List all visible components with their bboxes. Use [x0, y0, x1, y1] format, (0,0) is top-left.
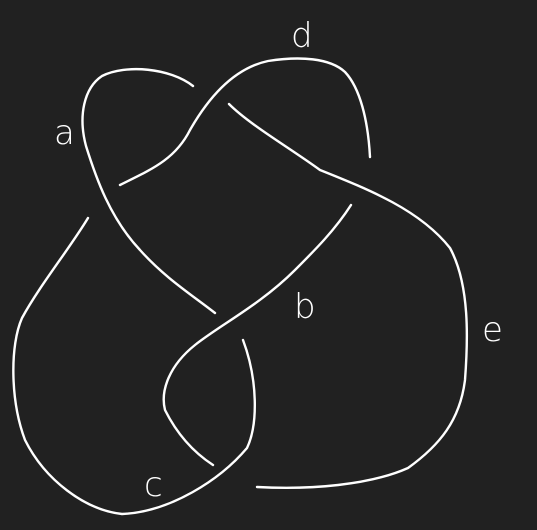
label-e: e — [482, 310, 503, 350]
strand-right-lobe — [227, 102, 469, 490]
strand-top-left-loop — [81, 67, 217, 315]
label-c: c — [144, 465, 163, 505]
label-a: a — [54, 113, 75, 153]
strand-left-outer — [12, 216, 257, 516]
label-d: d — [291, 16, 313, 56]
strand-top-arch — [118, 57, 372, 187]
strand-inner-loop — [162, 203, 353, 467]
label-b: b — [294, 287, 316, 327]
